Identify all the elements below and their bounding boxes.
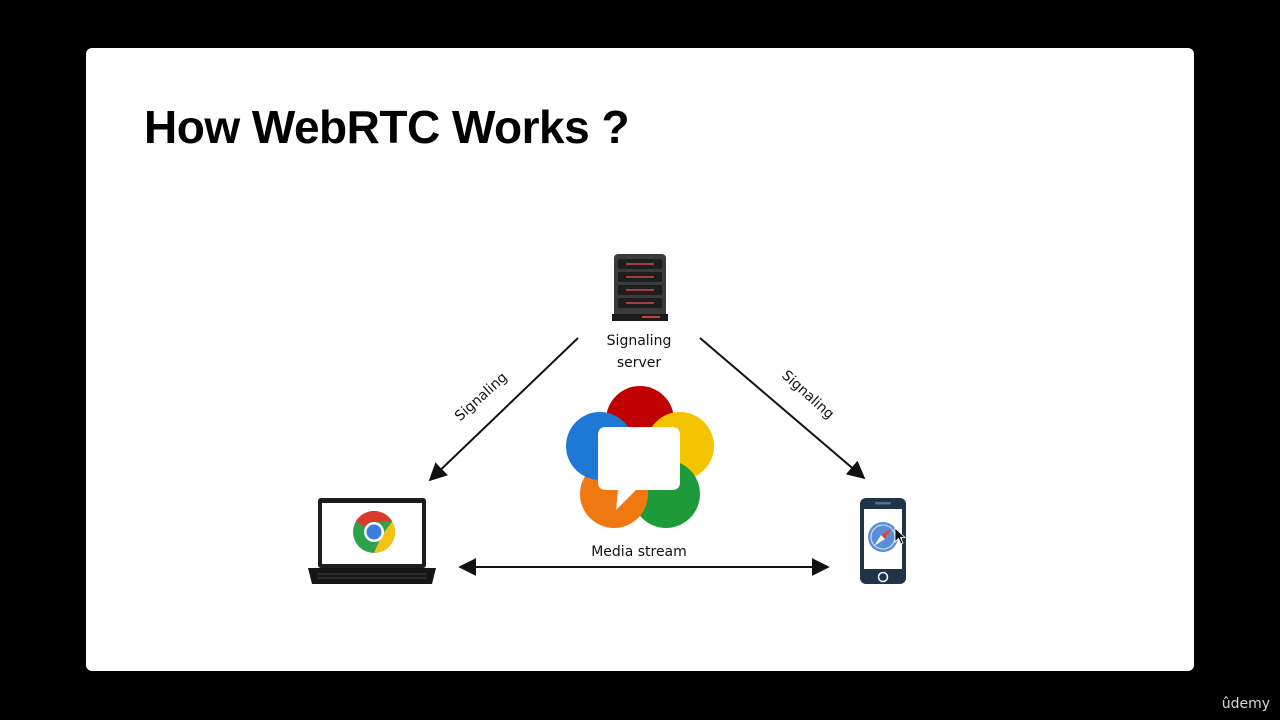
safari-icon <box>868 522 898 552</box>
slide-title: How WebRTC Works ? <box>144 101 630 153</box>
mouse-cursor-icon <box>894 527 907 545</box>
chrome-icon <box>353 510 396 553</box>
chat-bubble-icon <box>598 427 680 510</box>
signaling-arrow-right <box>699 337 866 480</box>
right-signaling-label: Signaling <box>778 367 837 422</box>
server-icon <box>612 254 668 321</box>
media-stream-label: Media stream <box>591 544 687 560</box>
laptop-icon <box>308 498 436 584</box>
udemy-watermark: ûdemy <box>1221 696 1270 712</box>
signaling-arrow-left <box>428 337 579 482</box>
slide: How WebRTC Works ? Signaling server <box>86 48 1194 671</box>
server-label-line1: Signaling <box>607 333 672 349</box>
server-label-line2: server <box>617 355 662 371</box>
phone-icon <box>860 498 907 584</box>
webrtc-diagram: Signaling server Signaling Signaling Med… <box>308 254 907 584</box>
left-signaling-label: Signaling <box>452 369 511 424</box>
webrtc-logo <box>566 386 714 528</box>
